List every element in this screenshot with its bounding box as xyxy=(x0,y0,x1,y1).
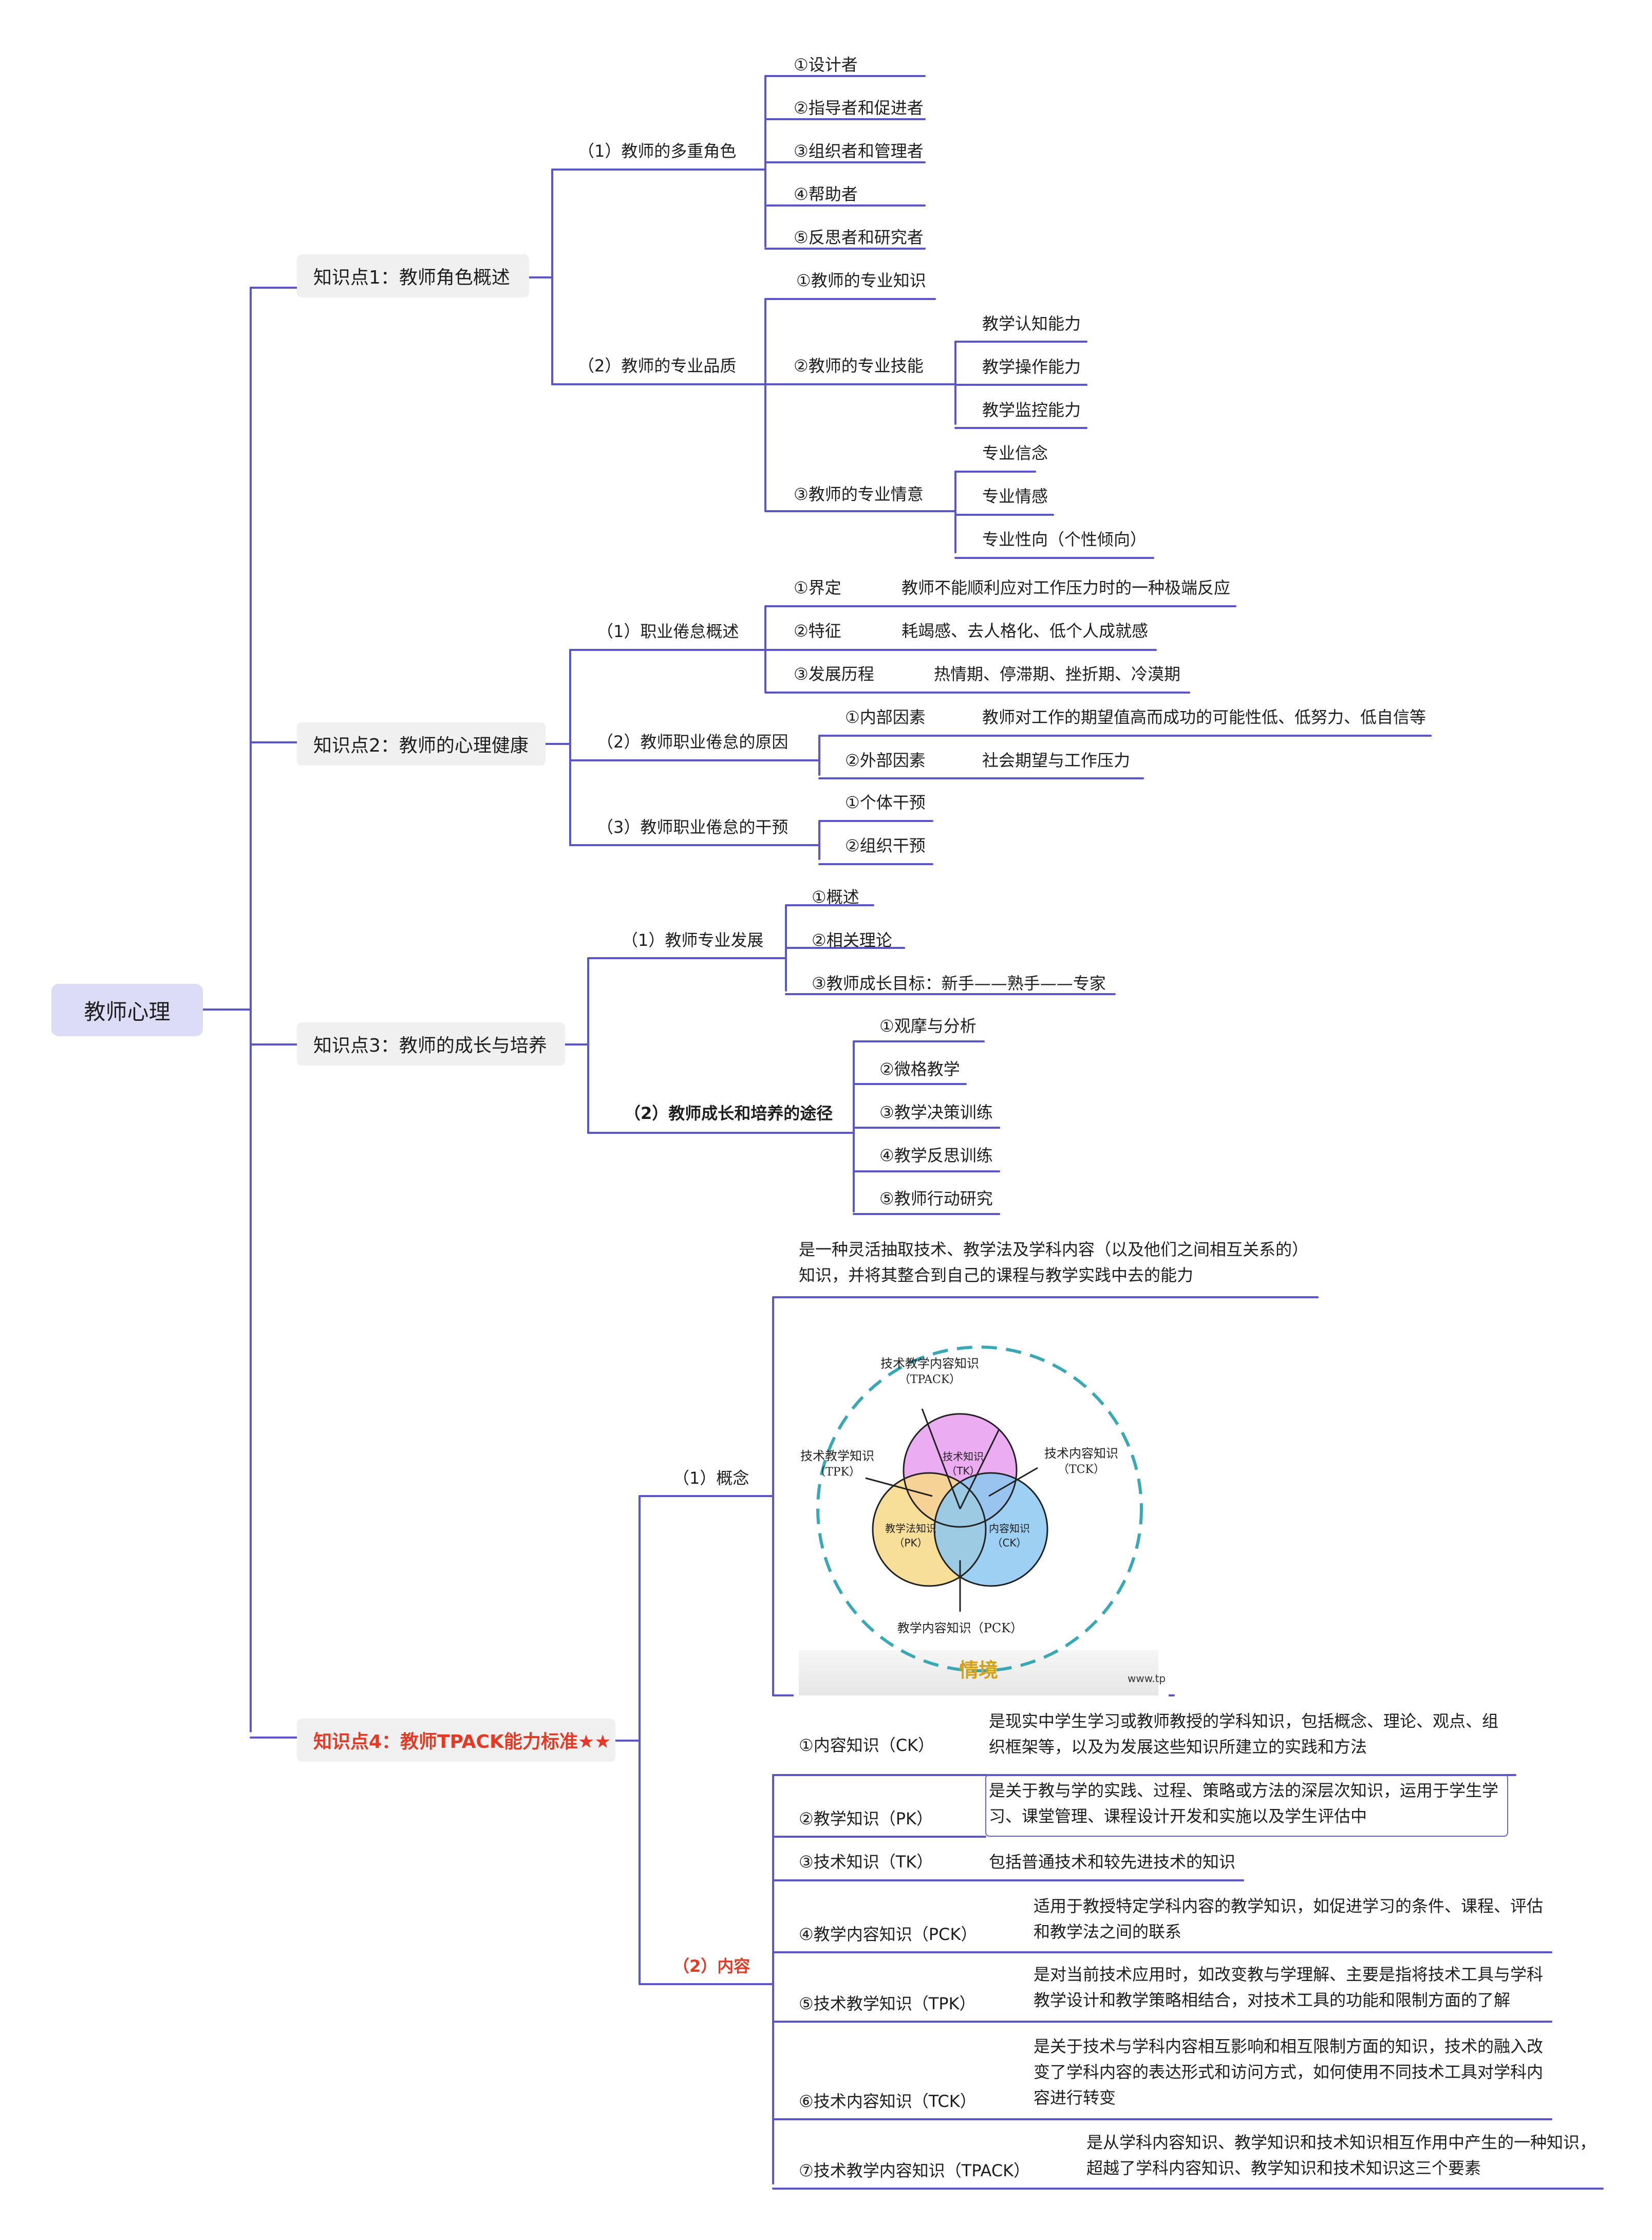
node-k3-label: 知识点3：教师的成长与培养 xyxy=(313,1035,547,1056)
k4-content-title[interactable]: （2）内容 xyxy=(673,1956,750,1976)
k4-item-4-label[interactable]: ④教学内容知识（PCK） xyxy=(799,1925,978,1944)
node-k4[interactable]: 知识点4：教师TPACK能力标准★★ xyxy=(297,1719,615,1762)
k3-b-item-3[interactable]: ③教学决策训练 xyxy=(879,1103,993,1122)
node-k2[interactable]: 知识点2：教师的心理健康 xyxy=(297,722,546,766)
k1-q1[interactable]: ①教师的专业知识 xyxy=(796,271,926,290)
k3-a-title[interactable]: （1）教师专业发展 xyxy=(622,930,764,950)
k2-b1-text[interactable]: 教师对工作的期望值高而成功的可能性低、低努力、低自信等 xyxy=(982,707,1426,727)
k3-b-title[interactable]: （2）教师成长和培养的途径 xyxy=(624,1104,833,1123)
k1-quality-title[interactable]: （2）教师的专业品质 xyxy=(578,356,737,376)
tpk-abbr: （TPK） xyxy=(814,1466,860,1479)
k2-a3-text[interactable]: 热情期、停滞期、挫折期、冷漠期 xyxy=(934,664,1181,684)
tk-label: 技术知识 xyxy=(943,1450,984,1463)
ck-circle xyxy=(934,1473,1047,1586)
ck-abbr: （CK） xyxy=(992,1537,1026,1549)
ck-label: 内容知识 xyxy=(989,1522,1030,1535)
pk-abbr: （PK） xyxy=(894,1537,927,1549)
context-bar xyxy=(799,1650,1158,1695)
tck-abbr: （TCK） xyxy=(1058,1463,1105,1476)
tk-abbr: （TK） xyxy=(946,1465,980,1477)
root-node[interactable]: 教师心理 xyxy=(51,984,203,1036)
k3-b-item-1[interactable]: ①观摩与分析 xyxy=(879,1016,977,1036)
node-k1[interactable]: 知识点1：教师角色概述 xyxy=(297,254,529,297)
k1-roles-title[interactable]: （1）教师的多重角色 xyxy=(578,141,737,161)
pk-label: 教学法知识 xyxy=(885,1522,936,1535)
k2-b2-text[interactable]: 社会期望与工作压力 xyxy=(982,751,1131,770)
k1-role-3[interactable]: ③组织者和管理者 xyxy=(794,141,924,161)
k3-b-item-2[interactable]: ②微格教学 xyxy=(879,1059,960,1079)
k1-q2[interactable]: ②教师的专业技能 xyxy=(794,356,924,376)
k4-item-6-text[interactable]: 是关于技术与学科内容相互影响和相互限制方面的知识，技术的融入改变了学科内容的表达… xyxy=(1034,2037,1544,2107)
k4-item-1-text[interactable]: 是现实中学生学习或教师教授的学科知识，包括概念、理论、观点、组织框架等，以及为发… xyxy=(989,1711,1499,1757)
k1-q3[interactable]: ③教师的专业情意 xyxy=(794,484,924,504)
k4-item-7-text[interactable]: 是从学科内容知识、教学知识和技术知识相互作用中产生的一种知识，超越了学科内容知识… xyxy=(1086,2133,1597,2178)
k4-item-2-text[interactable]: 是关于教与学的实践、过程、策略或方法的深层次知识，运用于学生学习、课堂管理、课程… xyxy=(989,1781,1499,1826)
k2-c1[interactable]: ①个体干预 xyxy=(845,793,926,812)
k4-item-4-text[interactable]: 适用于教授特定学科内容的教学知识，如促进学习的条件、课程、评估和教学法之间的联系 xyxy=(1034,1896,1544,1942)
k4-concept-text-1[interactable]: 是一种灵活抽取技术、教学法及学科内容（以及他们之间相互关系的） xyxy=(799,1240,1309,1259)
k2-c2[interactable]: ②组织干预 xyxy=(845,836,926,855)
k2-b2[interactable]: ②外部因素 xyxy=(845,751,926,770)
k1-role-2[interactable]: ②指导者和促进者 xyxy=(794,98,924,118)
k4-item-7-label[interactable]: ⑦技术教学内容知识（TPACK） xyxy=(799,2161,1030,2180)
k4-item-5-label[interactable]: ⑤技术教学知识（TPK） xyxy=(799,1994,976,2013)
node-k1-label: 知识点1：教师角色概述 xyxy=(313,267,510,288)
node-k2-label: 知识点2：教师的心理健康 xyxy=(313,735,529,756)
k4-item-1-label[interactable]: ①内容知识（CK） xyxy=(799,1735,935,1755)
k4-item-2-selection xyxy=(985,1774,1508,1837)
tpack-label: 技术教学内容知识 xyxy=(880,1356,979,1371)
k4-item-3-label[interactable]: ③技术知识（TK） xyxy=(799,1852,933,1872)
tpack-abbr: （TPACK） xyxy=(899,1373,961,1386)
k2-b-title[interactable]: （2）教师职业倦怠的原因 xyxy=(597,732,789,752)
k4-item-6-label[interactable]: ⑥技术内容知识（TCK） xyxy=(799,2092,977,2111)
pck-label: 教学内容知识（PCK） xyxy=(897,1621,1023,1635)
node-k4-label: 知识点4：教师TPACK能力标准★★ xyxy=(313,1731,611,1752)
root-label: 教师心理 xyxy=(84,999,171,1024)
context-ring xyxy=(816,1346,1143,1672)
k1-role-1[interactable]: ①设计者 xyxy=(794,55,858,74)
k2-a3[interactable]: ③发展历程 xyxy=(794,664,874,684)
k4-item-5-text[interactable]: 是对当前技术应用时，如改变教与学理解、主要是指将技术工具与学科教学设计和教学策略… xyxy=(1034,1965,1544,2010)
k3-a-item-2[interactable]: ②相关理论 xyxy=(812,930,892,950)
k4-item-2-label[interactable]: ②教学知识（PK） xyxy=(799,1809,933,1828)
context-label: 情境 xyxy=(959,1659,998,1682)
tck-label: 技术内容知识 xyxy=(1044,1446,1118,1461)
k1-q3-item-3[interactable]: 专业性向（个性倾向） xyxy=(982,530,1147,549)
k1-q2-item-2[interactable]: 教学操作能力 xyxy=(982,357,1081,377)
k1-role-5[interactable]: ⑤反思者和研究者 xyxy=(794,228,924,247)
tpk-label: 技术教学知识 xyxy=(800,1449,874,1463)
k1-q3-item-1[interactable]: 专业信念 xyxy=(982,443,1048,463)
k2-a-title[interactable]: （1）职业倦怠概述 xyxy=(597,622,739,641)
k1-role-4[interactable]: ④帮助者 xyxy=(794,184,858,204)
k3-b-item-5[interactable]: ⑤教师行动研究 xyxy=(879,1189,993,1208)
k3-b-item-4[interactable]: ④教学反思训练 xyxy=(879,1146,993,1165)
k1-q2-item-3[interactable]: 教学监控能力 xyxy=(982,400,1081,420)
k4-concept-text-2[interactable]: 知识，并将其整合到自己的课程与教学实践中去的能力 xyxy=(799,1265,1194,1285)
k4-item-3-text[interactable]: 包括普通技术和较先进技术的知识 xyxy=(989,1852,1236,1872)
k2-a1[interactable]: ①界定 xyxy=(794,578,841,598)
k3-a-item-3[interactable]: ③教师成长目标：新手——熟手——专家 xyxy=(812,974,1106,993)
figure-watermark: www.tp xyxy=(1128,1672,1166,1685)
tpack-figure: 技术教学内容知识 （TPACK） 技术教学知识 （TPK） 技术内容知识 （TC… xyxy=(794,1332,1169,1696)
k2-c-title[interactable]: （3）教师职业倦怠的干预 xyxy=(597,817,789,837)
k2-b1[interactable]: ①内部因素 xyxy=(845,707,926,727)
k1-q2-item-1[interactable]: 教学认知能力 xyxy=(982,314,1081,333)
k2-a2-text[interactable]: 耗竭感、去人格化、低个人成就感 xyxy=(902,621,1149,641)
node-k3[interactable]: 知识点3：教师的成长与培养 xyxy=(297,1022,565,1066)
k4-concept-title[interactable]: （1）概念 xyxy=(673,1468,749,1488)
k1-q3-item-2[interactable]: 专业情感 xyxy=(982,487,1048,506)
k2-a1-text[interactable]: 教师不能顺利应对工作压力时的一种极端反应 xyxy=(902,578,1231,598)
k2-a2[interactable]: ②特征 xyxy=(794,621,841,641)
k3-a-item-1[interactable]: ①概述 xyxy=(812,887,859,907)
tpack-venn: 技术教学内容知识 （TPACK） 技术教学知识 （TPK） 技术内容知识 （TC… xyxy=(799,1346,1166,1695)
